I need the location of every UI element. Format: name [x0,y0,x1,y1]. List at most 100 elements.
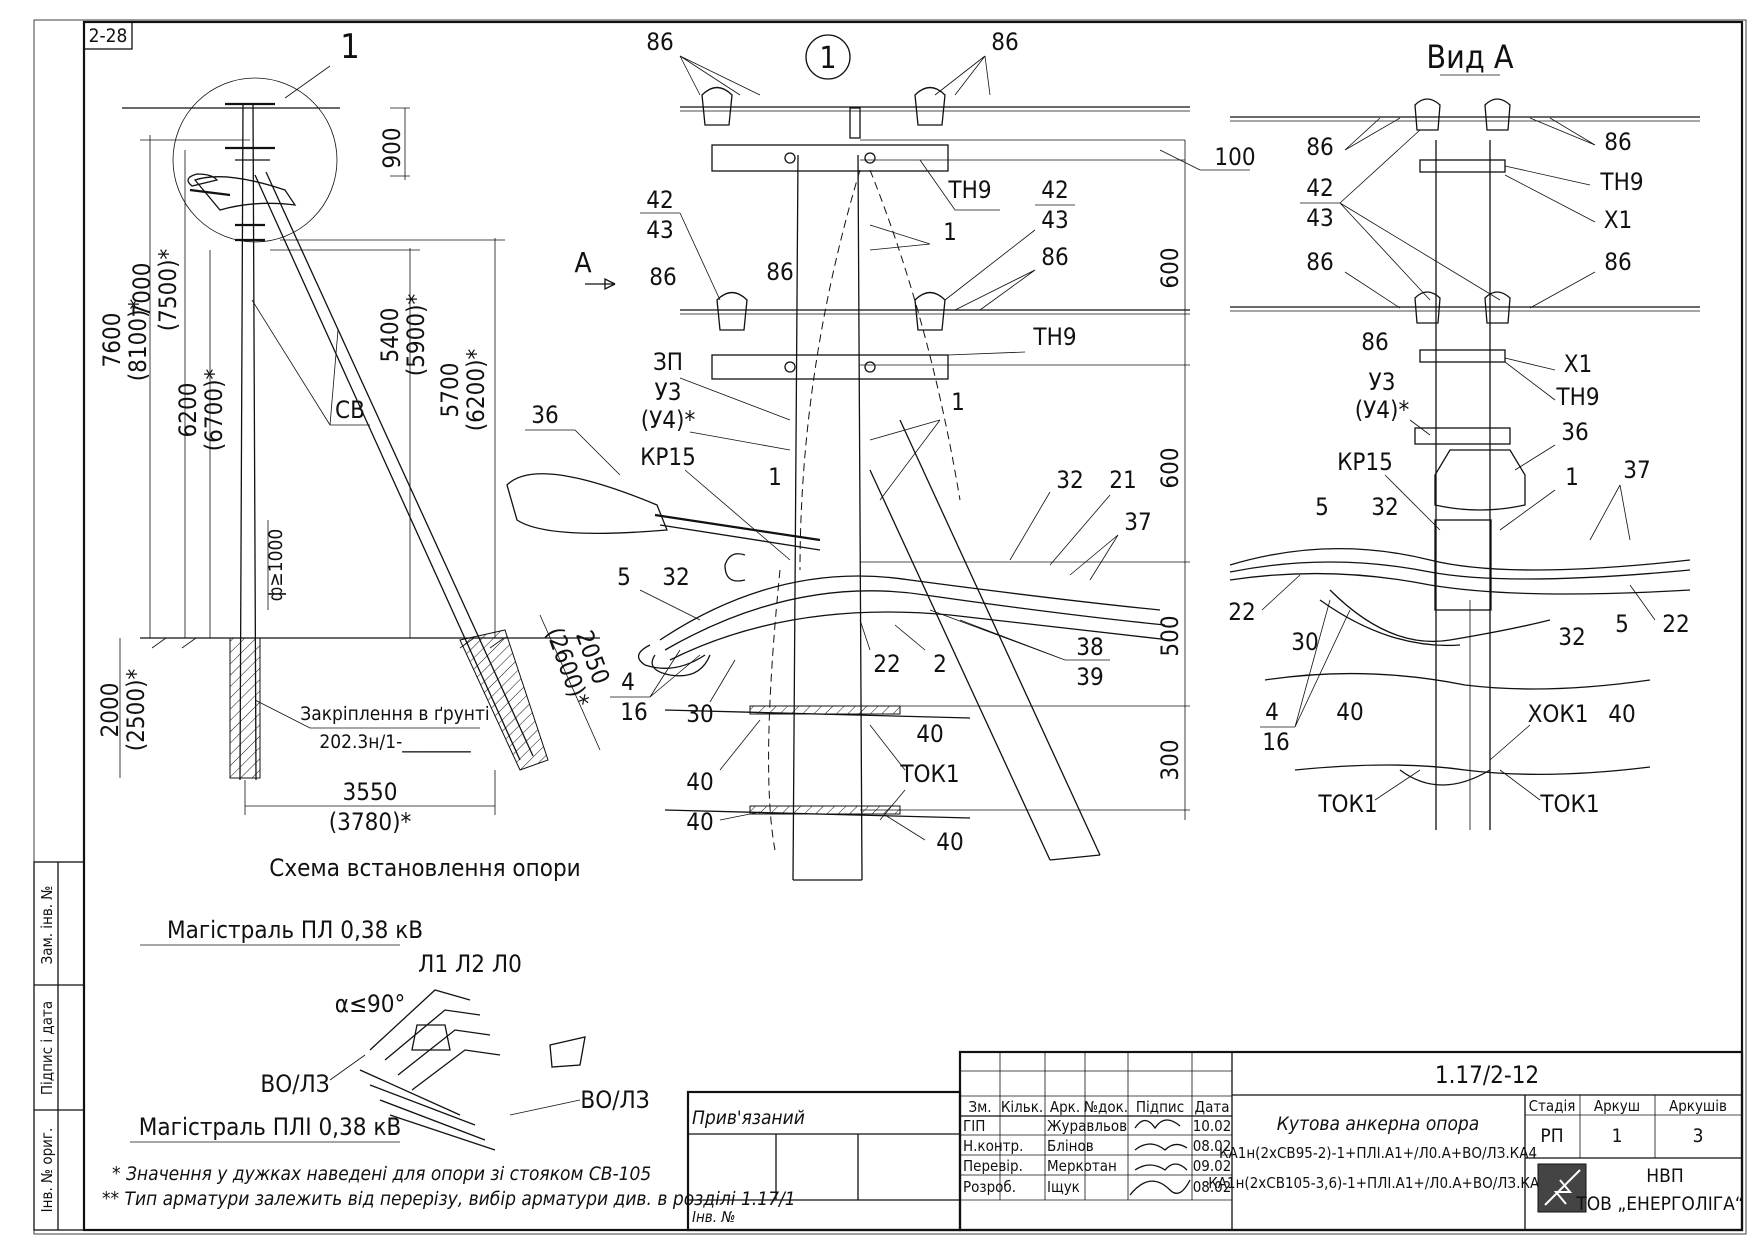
plan-main-bottom: Магістраль ПЛІ 0,38 кВ [139,1113,401,1141]
c-40-r2: 40 [936,828,963,856]
tb-h-data: Дата [1195,1098,1230,1116]
soil-label: Закріплення в ґрунті [300,703,489,725]
tb-org1: НВП [1646,1165,1683,1187]
a-x1-mid: Х1 [1564,350,1593,378]
side-pidpys: Підпис і дата [38,1001,56,1095]
a-30: 30 [1291,628,1318,656]
c-1-low: 1 [768,463,782,491]
c-86-mc: 86 [766,258,793,286]
a-4: 4 [1265,698,1279,726]
tb-r0-role: ГІП [963,1117,985,1135]
a-37: 37 [1623,456,1650,484]
c-tok1: ТОК1 [899,760,959,788]
c-th9-mid: ТН9 [1032,323,1076,351]
c-43-left: 43 [646,216,673,244]
side-stamp: Зам. інв. № Підпис і дата Інв. № ориг. [33,861,85,1231]
dim-6200b: (6200)* [462,349,490,432]
a-42: 42 [1306,174,1333,202]
tb-desc-line2: КА1н(2хСВ105-3,6)-1+ПЛІ.А1+/Л0.А+ВО/ЛЗ.К… [1208,1174,1548,1192]
tb-stage-h: Стадія [1529,1097,1576,1115]
tb-desc-title: Кутова анкерна опора [1277,1113,1480,1135]
a-u3: У3 [1369,368,1396,396]
tb-r3-name: Іщук [1047,1178,1080,1196]
plan-sketch: Магістраль ПЛ 0,38 кВ Л1 Л2 Л0 α≤90° ВО/… [130,916,650,1151]
tb-sheets: 3 [1693,1125,1704,1147]
a-40-left: 40 [1336,698,1363,726]
note-1: * Значення у дужках наведені для опори з… [112,1163,651,1185]
title-block: Прив'язаний Інв. № Зм. Кільк. Арк. №док.… [686,1050,1744,1232]
c-u3: У3 [655,378,682,406]
c-4: 4 [621,668,635,696]
tb-r2-name: Меркотан [1047,1157,1117,1175]
tb-r2-date: 09.02 [1193,1157,1232,1175]
tb-h-pidpys: Підпис [1136,1098,1184,1116]
c-22: 22 [873,650,900,678]
side-zam: Зам. інв. № [38,886,56,965]
plan-main-top: Магістраль ПЛ 0,38 кВ [167,916,423,944]
a-36: 36 [1561,418,1588,446]
c-16: 16 [620,698,647,726]
a-th9-top: ТН9 [1599,168,1643,196]
a-16: 16 [1262,728,1289,756]
c-42-left: 42 [646,186,673,214]
tb-r0-name: Журавльов [1047,1117,1127,1135]
arrow-a: A [574,246,592,279]
plan-wires: Л1 Л2 Л0 [418,950,522,978]
a-43: 43 [1306,204,1333,232]
c-36: 36 [531,401,558,429]
installation-scheme: 1 900 7600 (8100)* 7000 (750 [96,27,615,882]
c-39: 39 [1076,663,1103,691]
a-x1-top: Х1 [1604,206,1633,234]
tb-code: 1.17/2-12 [1435,1061,1539,1089]
tb-sheets-h: Аркушів [1669,1097,1727,1115]
tb-r3-date: 08.02 [1193,1178,1232,1196]
dim-7500: (7500)* [154,249,182,332]
c-u4: (У4)* [641,406,696,434]
corner-code-box [83,21,133,50]
dim-5700: 5700 [436,363,464,418]
a-u4: (У4)* [1355,396,1410,424]
c-32-left: 32 [662,563,689,591]
company-logo [1537,1163,1587,1213]
dim-6700: (6700)* [200,369,228,452]
view-a: Вид А 86 86 42 [1228,38,1700,830]
tb-org2: ТОВ „ЕНЕРГОЛІГА“ [1575,1193,1743,1215]
c-1-mid: 1 [951,388,965,416]
side-inv: Інв. № ориг. [38,1128,56,1213]
plan-angle: α≤90° [335,990,406,1018]
tb-h-dok: №док. [1084,1098,1128,1116]
a-tok1-right: ТОК1 [1539,790,1599,818]
dim-5400: 5400 [376,308,404,363]
dim-600-b: 600 [1156,447,1184,488]
a-22-right: 22 [1662,610,1689,638]
tb-r3-role: Розроб. [963,1178,1016,1196]
c-21: 21 [1109,466,1136,494]
sv-label: СВ [335,396,365,424]
detail-circle-center [805,34,851,80]
dim-3780: (3780)* [329,808,412,836]
signature-4 [1129,1179,1191,1196]
dim-3550: 3550 [343,778,398,806]
dim-7600: 7600 [98,313,126,368]
c-40-r1: 40 [916,720,943,748]
corner-code: 2-28 [89,25,128,47]
tb-h-kilk: Кільк. [1001,1098,1043,1116]
tb-pryvyaz: Прив'язаний [692,1107,805,1129]
a-th9-mid: ТН9 [1555,383,1599,411]
tb-r1-date: 08.02 [1193,1137,1232,1155]
dim-500: 500 [1156,615,1184,656]
signature-2 [1134,1143,1188,1151]
a-5-right: 5 [1615,610,1629,638]
tb-desc-line1: КА1н(2хСВ95-2)-1+ПЛІ.А1+/Л0.А+ВО/ЛЗ.КА4 [1219,1144,1537,1162]
tb-h-zm: Зм. [968,1098,991,1116]
plan-vo-left: ВО/ЛЗ [260,1070,329,1098]
c-86-tl: 86 [646,28,673,56]
a-86-mr: 86 [1604,248,1631,276]
a-40-right: 40 [1608,700,1635,728]
c-30: 30 [686,700,713,728]
c-43-right: 43 [1041,206,1068,234]
c-40-l1: 40 [686,768,713,796]
a-1: 1 [1565,463,1579,491]
c-32-top: 32 [1056,466,1083,494]
